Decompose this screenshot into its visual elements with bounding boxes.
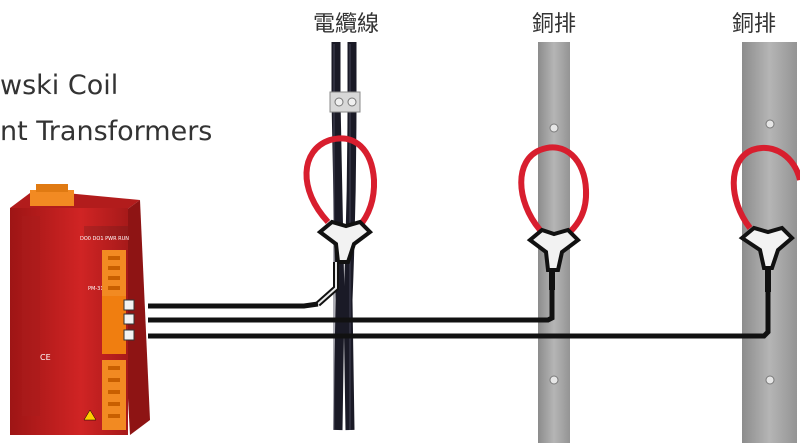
diagram-title-line-2: nt Transformers [0, 116, 213, 147]
rogowski-coil-1 [303, 135, 378, 307]
diagram-title-line-1: wski Coil [0, 70, 119, 101]
rogowski-coil-2 [518, 144, 590, 290]
svg-text:CE: CE [40, 353, 51, 362]
rogowski-coil-3 [730, 145, 800, 292]
signal-wires [148, 290, 771, 339]
device-led-labels: DO0 DO1 PWR RUN [80, 236, 129, 242]
power-meter-device: DO0 DO1 PWR RUN PM-3133-MTCP CE [10, 184, 150, 435]
busbar-label-1: 銅排 [532, 12, 577, 37]
cable-label: 電纜線 [313, 12, 380, 37]
busbar-label-2: 銅排 [732, 12, 777, 37]
